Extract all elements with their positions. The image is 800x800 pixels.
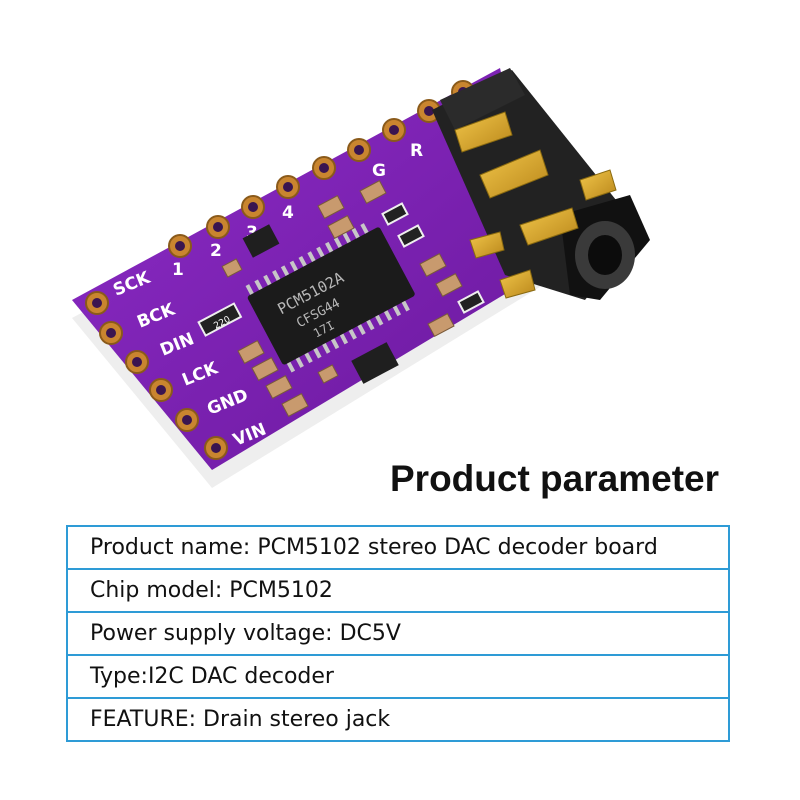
- dac-chip: PCM5102A CFSG44 17I: [245, 223, 415, 373]
- param-row-power-supply: Power supply voltage: DC5V: [68, 611, 728, 654]
- pin-label-4: 4: [282, 203, 294, 223]
- pin-label-g: G: [372, 161, 386, 181]
- param-row-feature: FEATURE: Drain stereo jack: [68, 697, 728, 740]
- param-row-type: Type:I2C DAC decoder: [68, 654, 728, 697]
- pin-label-r: R: [410, 141, 423, 161]
- param-row-chip-model: Chip model: PCM5102: [68, 568, 728, 611]
- section-title: Product parameter: [390, 458, 719, 499]
- smd-capacitors: [221, 179, 463, 418]
- small-ic: [242, 224, 399, 384]
- pin-label-3: 3: [246, 223, 258, 243]
- pin-label-2: 2: [210, 241, 222, 261]
- product-photo: SCK BCK DIN LCK GND VIN 1 2 3 4 G R PCM5…: [72, 68, 650, 488]
- pin-label-1: 1: [172, 260, 184, 280]
- param-row-product-name: Product name: PCM5102 stereo DAC decoder…: [90, 535, 658, 560]
- parameter-table: Product name: PCM5102 stereo DAC decoder…: [66, 525, 730, 742]
- stereo-jack: [432, 68, 650, 300]
